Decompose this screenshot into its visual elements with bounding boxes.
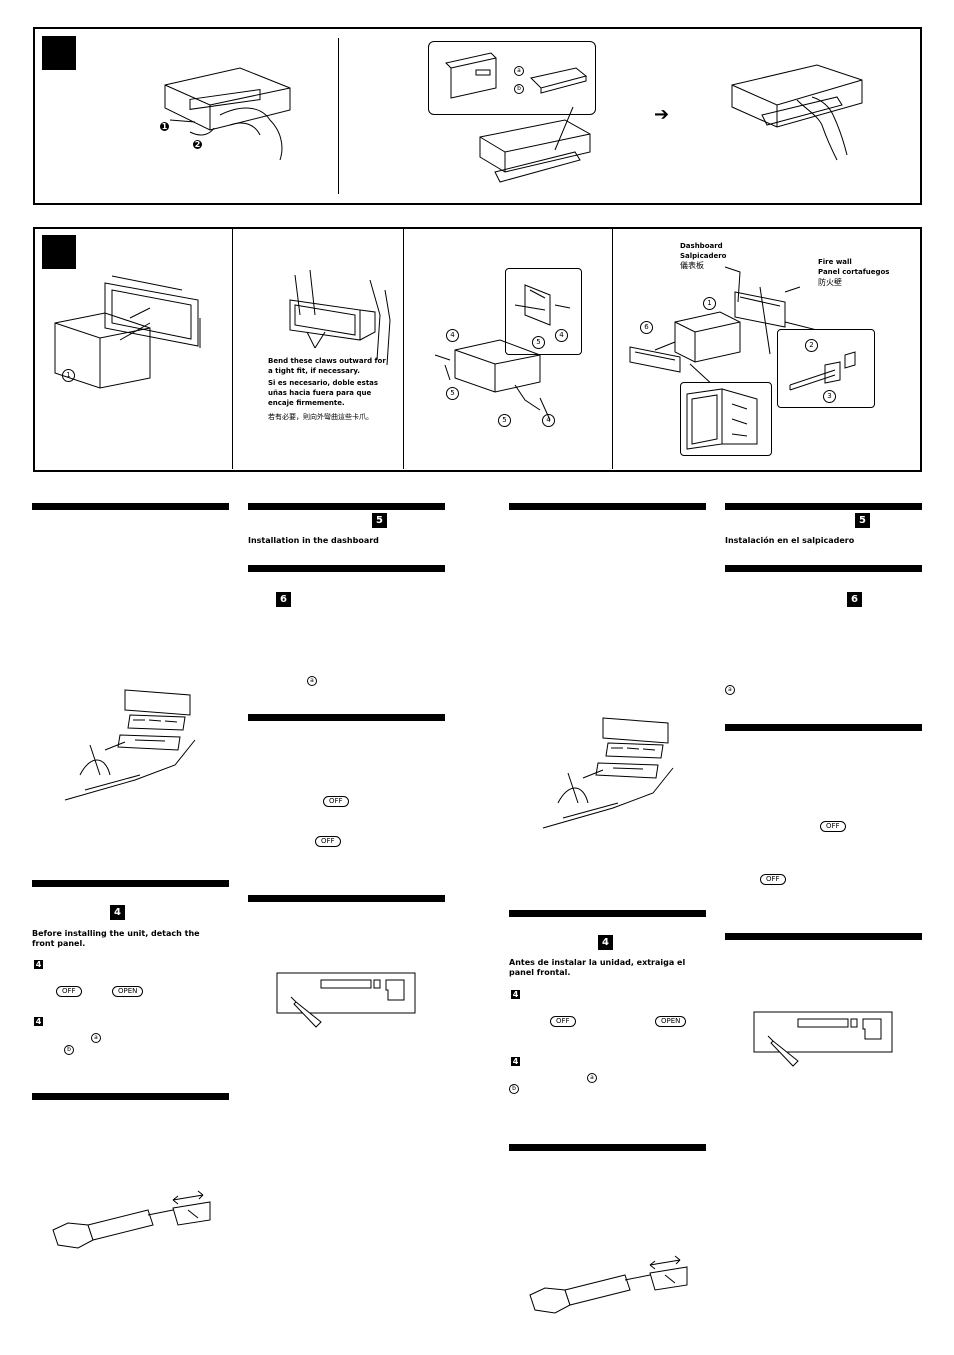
part-number-5: 5: [498, 414, 511, 427]
dashboard-label-en: Dashboard: [680, 242, 723, 250]
part-number-1: 1: [703, 297, 716, 310]
dashboard-label-zh: 儀表板: [680, 261, 704, 270]
firewall-label-zh: 防火壁: [818, 278, 842, 287]
section-rule: [248, 895, 445, 902]
section-marker-block: [42, 36, 76, 70]
sleeve-and-frame-illustration: [54, 275, 201, 389]
section-rule: [509, 1144, 706, 1151]
part-number-2: 2: [805, 339, 818, 352]
open-button: OPEN: [655, 1016, 687, 1027]
firewall-bolt-illustration: [789, 351, 856, 391]
section-rule: [725, 565, 922, 572]
callout-a: a: [307, 676, 317, 686]
part-number-4: 4: [446, 329, 459, 342]
detach-front-panel-illustration: [164, 67, 291, 161]
car-console-install-illustration: [542, 717, 674, 829]
section-number-5: 5: [855, 513, 870, 528]
section-number-4: 4: [110, 905, 125, 920]
step-number-4: 4: [34, 1017, 43, 1026]
callout-b: b: [514, 84, 524, 94]
section-number-6: 6: [847, 592, 862, 607]
section-rule: [248, 565, 445, 572]
section-rule: [248, 503, 445, 510]
panel-divider: [232, 228, 233, 469]
claws-note-zh: 若有必要，則向外彎曲這些卡爪。: [268, 413, 373, 421]
section-rule: [509, 910, 706, 917]
part-number-4: 4: [555, 329, 568, 342]
claws-note-es: Si es necesario, doble estas uñas hacia …: [268, 379, 379, 407]
panel-divider: [403, 228, 404, 469]
figure-panel-installation: [33, 227, 922, 472]
arrow-right-icon: ➔: [654, 104, 670, 125]
callout-b: b: [509, 1084, 519, 1094]
part-number-5: 5: [446, 387, 459, 400]
front-panel-and-case-illustration: [445, 52, 588, 99]
part-number-5: 5: [532, 336, 545, 349]
inset-panel-case-box: [428, 41, 596, 115]
step-marker-1: 1: [160, 122, 169, 131]
section-number-5: 5: [372, 513, 387, 528]
bend-claws-illustration: [289, 269, 391, 366]
unit-panel-attach-illustration: [479, 106, 591, 183]
step-marker-2: 2: [193, 140, 202, 149]
section-rule: [725, 933, 922, 940]
section-rule: [509, 503, 706, 510]
before-installing-text: Before installing the unit, detach the f…: [32, 929, 200, 948]
firewall-label-es: Panel cortafuegos: [818, 268, 890, 276]
off-button: OFF: [760, 874, 786, 885]
section-rule: [32, 1093, 229, 1100]
dashboard-label-es: Salpicadero: [680, 252, 727, 260]
installation-heading: Instalación en el salpicadero: [725, 536, 855, 545]
claws-note-en: Bend these claws outward for a tight fit…: [268, 357, 386, 375]
open-button: OPEN: [112, 986, 144, 997]
off-button: OFF: [56, 986, 82, 997]
callout-b: b: [64, 1045, 74, 1055]
screwdriver-illustration: [529, 1255, 688, 1314]
dashboard-detail-illustration: [686, 388, 758, 450]
section-rule: [32, 880, 229, 887]
section-rule: [725, 724, 922, 731]
off-button: OFF: [820, 821, 846, 832]
step-number-4: 4: [511, 1057, 520, 1066]
part-number-4: 4: [542, 414, 555, 427]
part-number-1: 1: [62, 369, 75, 382]
reset-button-illustration: [276, 972, 416, 1028]
before-installing-text: Antes de instalar la unidad, extraiga el…: [509, 958, 686, 977]
firewall-label-en: Fire wall: [818, 258, 852, 266]
step-number-4: 4: [511, 990, 520, 999]
bracket-mounting-illustration: [434, 284, 571, 421]
car-console-install-illustration: [64, 689, 196, 801]
section-rule: [725, 503, 922, 510]
section-number-4: 4: [598, 935, 613, 950]
screwdriver-illustration: [52, 1190, 211, 1249]
reset-button-illustration: [753, 1011, 893, 1067]
installation-heading: Installation in the dashboard: [248, 536, 379, 545]
off-button: OFF: [323, 796, 349, 807]
part-number-3: 3: [823, 390, 836, 403]
off-button: OFF: [315, 836, 341, 847]
off-button: OFF: [550, 1016, 576, 1027]
callout-a: a: [725, 685, 735, 695]
section-marker-block: [42, 235, 76, 269]
part-number-6: 6: [640, 321, 653, 334]
attach-front-panel-illustration: [731, 64, 863, 161]
panel-divider: [338, 38, 339, 194]
section-rule: [248, 714, 445, 721]
callout-a: a: [91, 1033, 101, 1043]
section-rule: [32, 503, 229, 510]
panel-divider: [612, 228, 613, 469]
step-number-4: 4: [34, 960, 43, 969]
section-number-6: 6: [276, 592, 291, 607]
callout-a: a: [514, 66, 524, 76]
callout-a: a: [587, 1073, 597, 1083]
